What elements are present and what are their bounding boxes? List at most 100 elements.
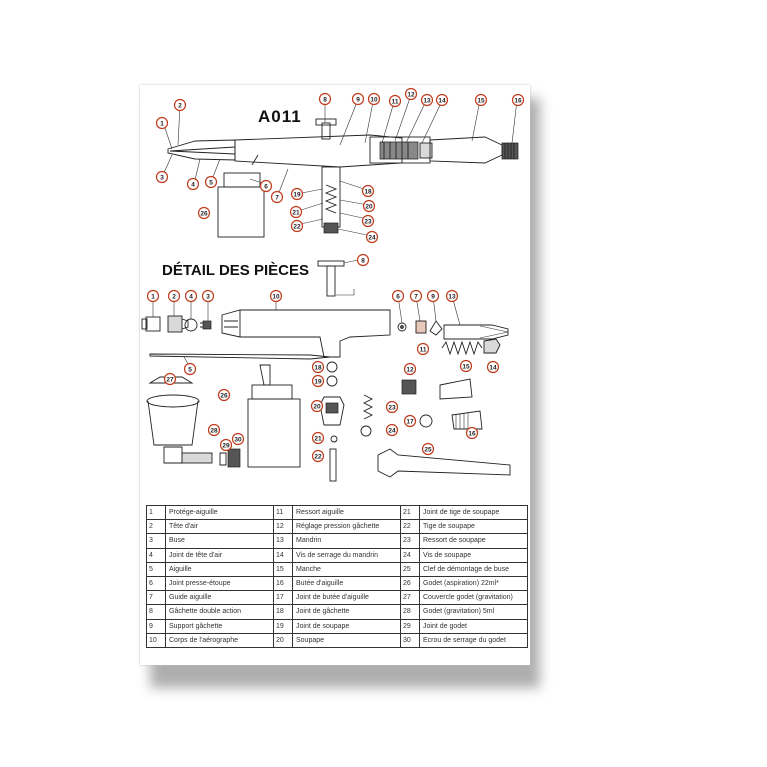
callout-d-2: 2 [167,289,181,303]
part-name: Godet (aspiration) 22ml* [419,575,528,592]
svg-text:16: 16 [514,97,522,104]
callout-21: 21 [289,205,303,219]
callout-20: 20 [362,199,376,213]
callout-d-24: 24 [385,423,399,437]
callout-d-29: 29 [219,438,233,452]
callout-d-21: 21 [311,431,325,445]
part-name: Joint de gâchette [292,604,401,620]
svg-text:4: 4 [191,181,195,188]
svg-text:3: 3 [160,174,164,181]
callout-23: 23 [361,214,375,228]
svg-text:26: 26 [220,392,228,399]
part-name: Tige de soupape [419,519,528,535]
part-name: Protége-aiguille [165,504,274,521]
part-name: Joint de godet [419,618,528,634]
callout-d-22: 22 [311,449,325,463]
svg-text:8: 8 [323,96,327,103]
svg-text:6: 6 [264,183,268,190]
callout-d-3: 3 [201,289,215,303]
part-name: Joint de tête d'air [165,547,274,563]
callout-5: 5 [204,175,218,189]
part-name: Joint de butée d'aiguille [292,590,401,606]
part-number: 17 [273,590,293,606]
svg-text:21: 21 [292,209,300,216]
callout-d-17: 17 [403,414,417,428]
svg-text:11: 11 [420,346,427,353]
callout-12: 12 [404,87,418,101]
svg-text:22: 22 [293,223,301,230]
part-number: 19 [273,618,293,634]
callout-9: 9 [351,92,365,106]
callout-d-1: 1 [146,289,160,303]
part-name: Gâchette double action [165,604,274,620]
callout-1: 1 [155,116,169,130]
svg-text:28: 28 [210,427,218,434]
svg-text:24: 24 [388,427,396,434]
part-number: 14 [273,547,293,563]
callout-d-18: 18 [311,360,325,374]
svg-text:23: 23 [388,404,396,411]
part-name: Guide aiguille [165,590,274,606]
callout-d-16: 16 [465,426,479,440]
part-number: 23 [400,533,420,549]
part-number: 28 [400,604,420,620]
callout-d-9: 9 [426,289,440,303]
svg-text:1: 1 [151,293,155,300]
svg-text:25: 25 [424,446,432,453]
part-name: Réglage pression gâchette [292,519,401,535]
svg-text:4: 4 [189,293,193,300]
svg-text:9: 9 [356,96,360,103]
svg-text:2: 2 [178,102,182,109]
svg-text:10: 10 [272,293,280,300]
callout-d-7: 7 [409,289,423,303]
svg-text:20: 20 [365,203,373,210]
svg-text:17: 17 [406,418,414,425]
svg-text:1: 1 [160,120,164,127]
part-name: Manche [292,561,401,577]
callout-24: 24 [365,230,379,244]
svg-text:11: 11 [392,98,399,105]
part-number: 25 [400,561,420,577]
svg-text:7: 7 [275,194,279,201]
callout-d-19: 19 [311,374,325,388]
callout-d-14: 14 [486,360,500,374]
svg-text:15: 15 [477,97,485,104]
part-number: 9 [146,618,166,634]
part-number: 11 [273,504,293,521]
callout-d-8: 8 [356,253,370,267]
part-name: Joint de tige de soupape [419,504,528,521]
part-number: 12 [273,519,293,535]
svg-text:24: 24 [368,234,376,241]
part-number: 4 [146,547,166,563]
callout-d-28: 28 [207,423,221,437]
svg-text:9: 9 [431,293,435,300]
svg-text:19: 19 [314,378,322,385]
part-name: Butée d'aiguille [292,575,401,592]
svg-text:15: 15 [462,363,470,370]
part-name: Mandrin [292,533,401,549]
callout-d-27: 27 [163,372,177,386]
model-title: A011 [258,107,302,126]
leader-lines-top [161,94,518,237]
part-name: Support gâchette [165,618,274,634]
part-number: 16 [273,575,293,592]
svg-text:8: 8 [361,257,365,264]
svg-text:20: 20 [313,403,321,410]
svg-text:21: 21 [314,435,322,442]
svg-text:5: 5 [188,366,192,373]
part-number: 13 [273,533,293,549]
part-name: Tête d'air [165,519,274,535]
callout-3: 3 [155,170,169,184]
callout-d-6: 6 [391,289,405,303]
callout-19: 19 [290,187,304,201]
callout-2: 2 [173,98,187,112]
part-number: 21 [400,504,420,521]
svg-text:14: 14 [438,97,446,104]
part-name: Aiguille [165,561,274,577]
svg-text:13: 13 [423,97,431,104]
svg-text:29: 29 [222,442,230,449]
